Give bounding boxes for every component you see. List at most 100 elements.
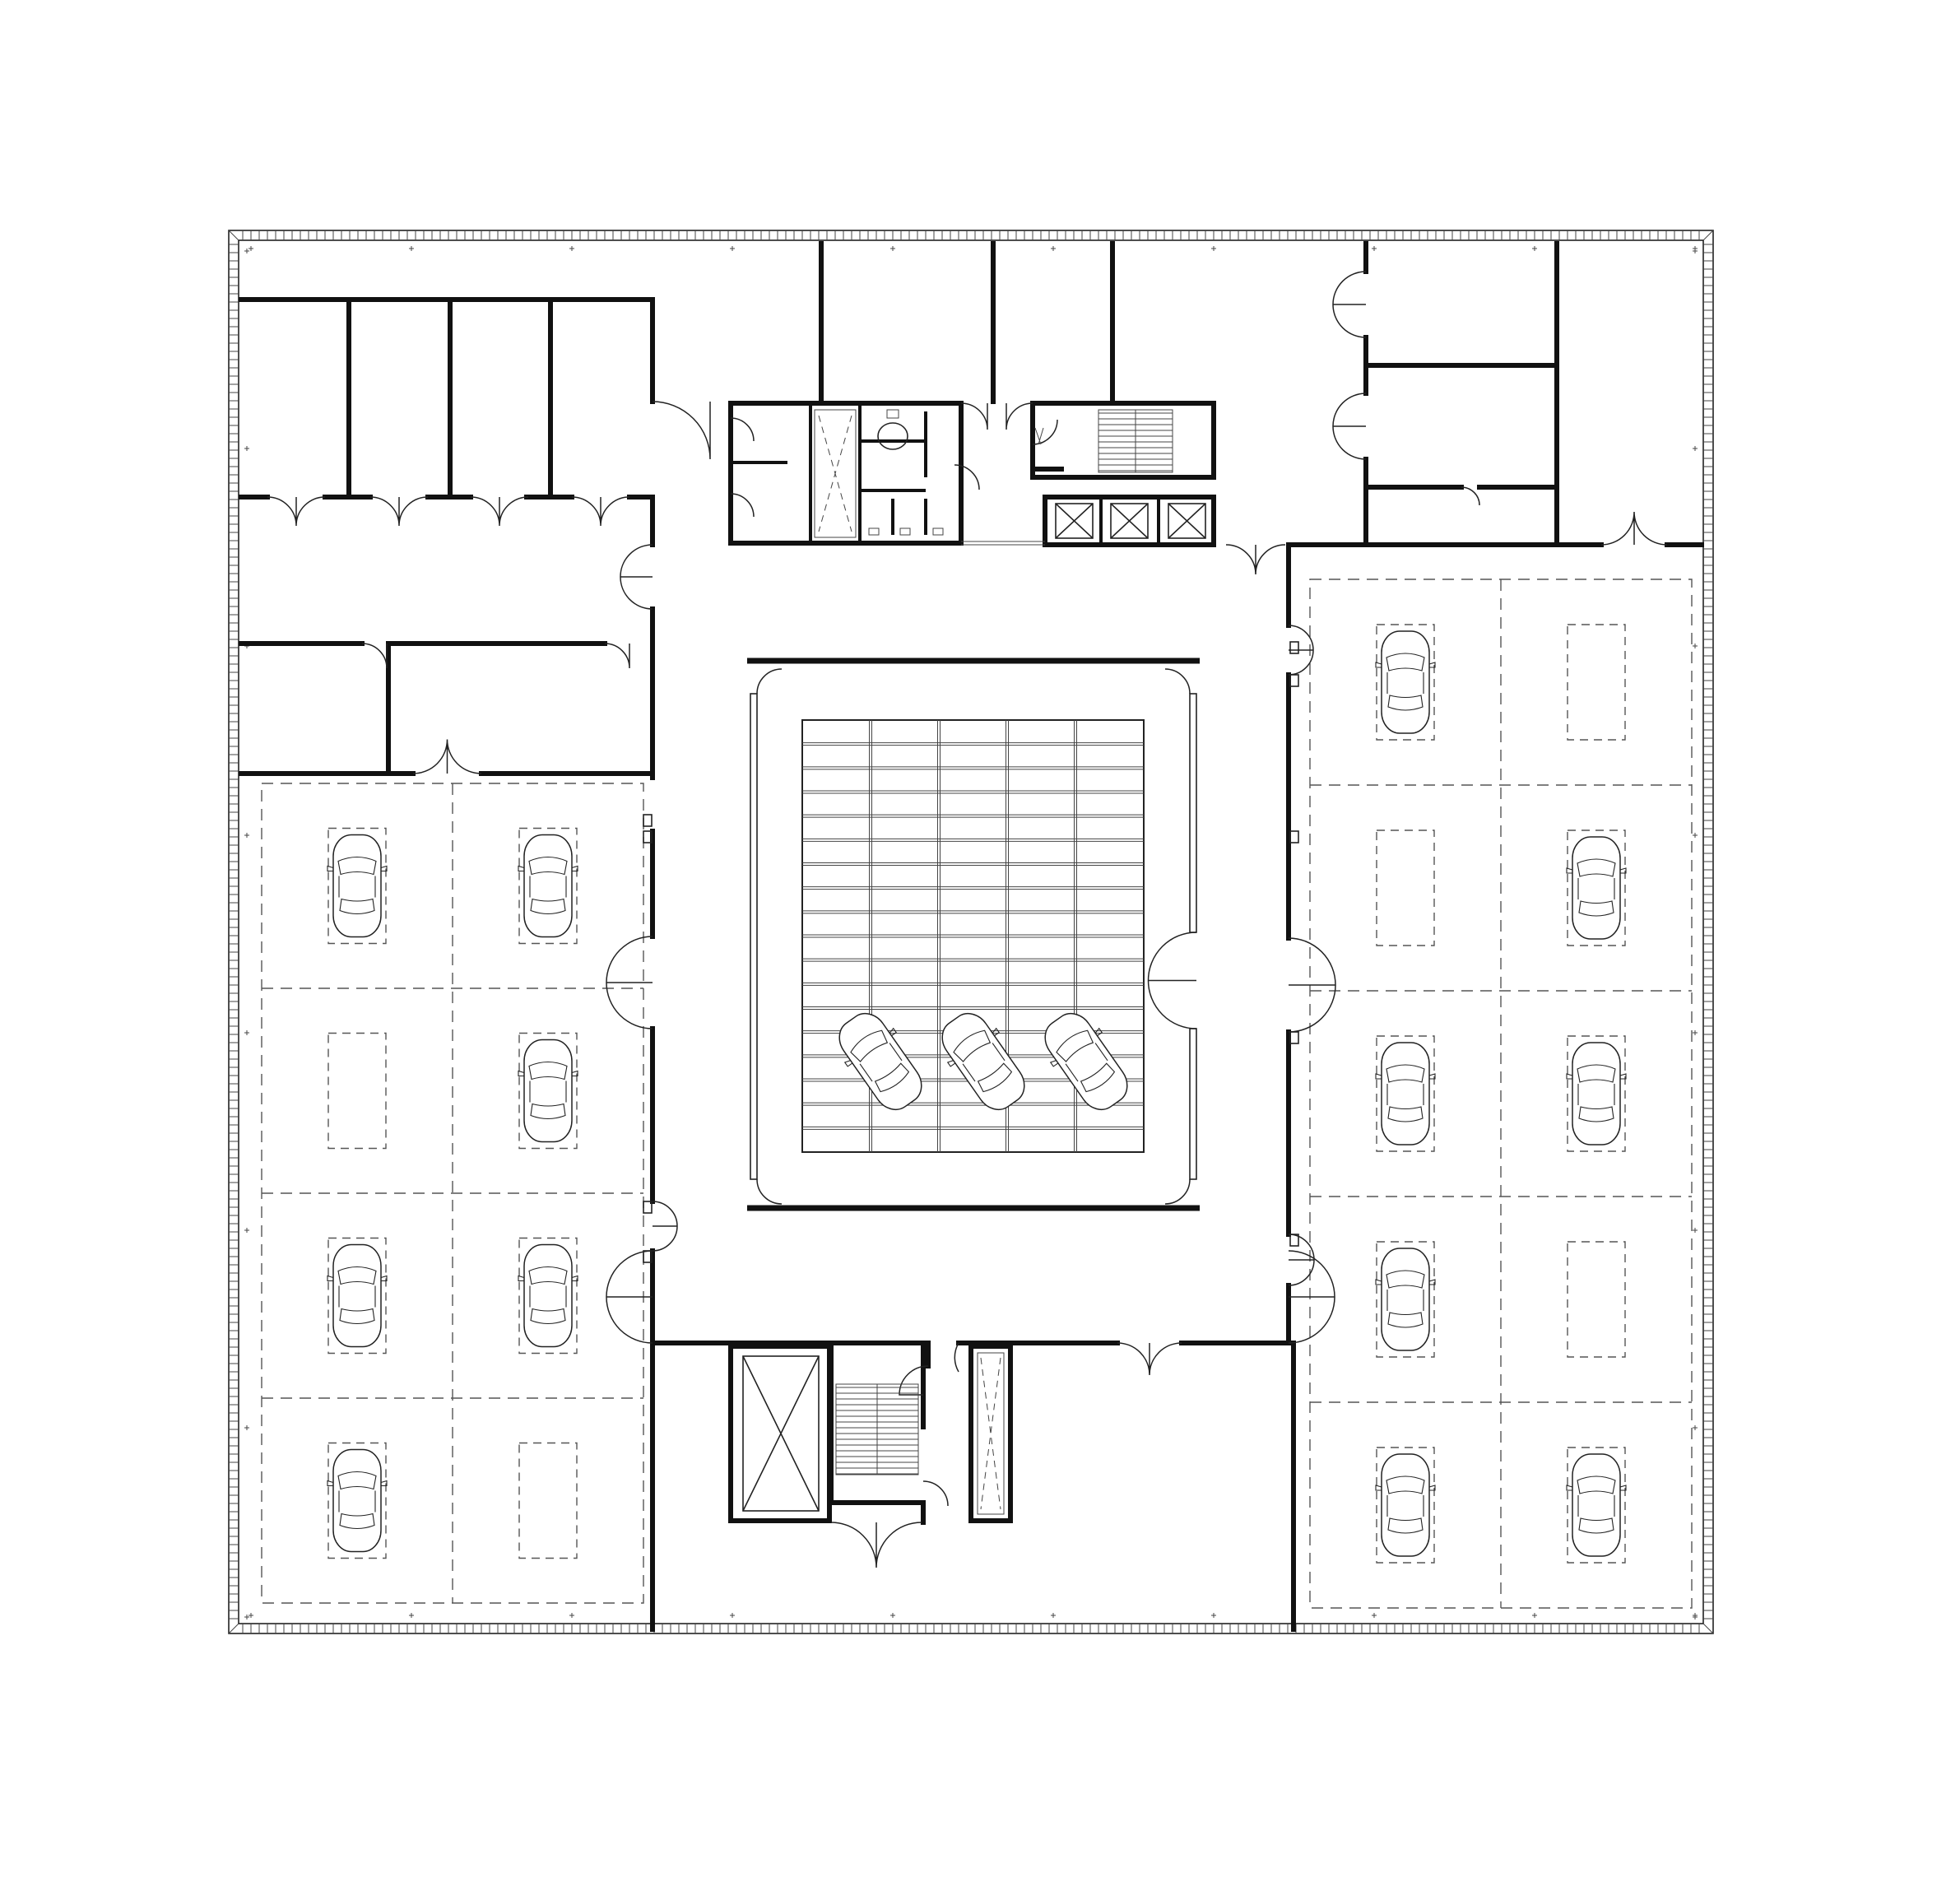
bay-door-left-1	[606, 936, 653, 1029]
storage-door-1	[267, 496, 326, 527]
left-bay-car	[518, 834, 578, 938]
wc-fixture-1	[868, 527, 880, 536]
right-bay-car	[1566, 1453, 1627, 1557]
toilet-1	[877, 422, 908, 450]
door-lobby-1	[960, 402, 988, 430]
door-room-right	[1461, 486, 1480, 506]
wc-fixture-2	[899, 527, 911, 536]
left-bay-space	[518, 1442, 578, 1559]
right-bay-space	[1376, 1447, 1435, 1564]
door-stair-top	[1032, 419, 1058, 445]
right-bay-car	[1375, 1248, 1436, 1351]
shaft-bottom-cross	[980, 1357, 1001, 1510]
stair-door-bottom	[830, 1522, 922, 1568]
door-frame-1	[643, 814, 653, 827]
shaft-bottom	[977, 1352, 1005, 1515]
lift-grid-frame	[801, 719, 1145, 1153]
room-door-left	[412, 739, 482, 774]
parking-bays	[261, 579, 1693, 1609]
bay-door-left-2	[652, 1201, 678, 1252]
facade-grille	[229, 230, 1713, 1633]
door-frame-3	[643, 1201, 653, 1214]
right-bay-space	[1567, 624, 1626, 741]
freight-elevator-cross	[742, 1355, 820, 1512]
door-frame-2	[643, 830, 653, 843]
door-frame-4	[643, 1250, 653, 1263]
lift-corner-door-1	[756, 668, 783, 695]
elevator-cross-3	[1168, 503, 1206, 539]
door-service-3	[730, 493, 755, 518]
right-bay-space	[1567, 1447, 1626, 1564]
circulation-fixtures	[742, 409, 1206, 1515]
door-room-mid	[361, 643, 388, 669]
bay-door-right-3	[1288, 1250, 1335, 1344]
door-lobby-2	[1006, 402, 1033, 430]
right-bay-space	[1376, 829, 1435, 946]
storage-door-3	[470, 496, 529, 527]
right-bay-space	[1376, 1241, 1435, 1358]
stair-bottom-treads	[836, 1384, 918, 1475]
door-frame-5	[1289, 641, 1299, 654]
shaft-top	[814, 409, 857, 538]
wc-fixture-3	[932, 527, 944, 536]
left-bay-space	[327, 1237, 387, 1355]
right-bay-car	[1375, 1042, 1436, 1145]
right-bay-space	[1376, 1035, 1435, 1152]
freight-elevator-car	[742, 1355, 820, 1512]
outer-edge	[228, 230, 1714, 1634]
right-bay-car	[1375, 1453, 1436, 1557]
interior-walls	[239, 241, 1704, 1632]
door-room-mid-2	[604, 643, 630, 669]
lift-corner-door-2	[1164, 668, 1191, 695]
right-bay-space	[1567, 829, 1626, 946]
extinguisher-mark	[1034, 427, 1044, 445]
lift-corner-door-4	[1164, 1178, 1191, 1205]
corridor-door-left-top	[620, 544, 653, 610]
storage-door-2	[369, 496, 429, 527]
vehicle-lift-platform	[747, 658, 1200, 1211]
left-bay-car	[518, 1243, 578, 1348]
door-stair-side	[922, 1480, 949, 1507]
left-bay-space	[327, 827, 387, 945]
stair-top-treads	[1098, 410, 1173, 472]
door-frame-7	[1289, 830, 1299, 843]
elevator-car-3	[1168, 503, 1206, 539]
right-bay-car	[1375, 630, 1436, 734]
door-wc	[954, 464, 980, 490]
right-bay-car	[1566, 836, 1627, 940]
elevator-car-1	[1055, 503, 1094, 539]
bay-door-left-3	[606, 1250, 653, 1344]
door-service-1	[652, 401, 711, 460]
right-bay-space	[1376, 624, 1435, 741]
storage-door-4	[571, 496, 630, 527]
left-bay-car	[327, 834, 388, 938]
right-bay-space	[1567, 1241, 1626, 1358]
elevator-car-2	[1110, 503, 1149, 539]
left-bay-space	[327, 1442, 387, 1559]
lift-door-right	[1147, 932, 1197, 1029]
left-bay-space	[518, 1032, 578, 1150]
left-bay-space	[518, 1237, 578, 1355]
door-service-2	[730, 417, 755, 442]
room-door-top-right	[1600, 511, 1668, 546]
inner-edge	[238, 239, 1704, 1624]
lift-rail-right-top	[1189, 693, 1197, 933]
right-bay-space	[1567, 1035, 1626, 1152]
door-frame-6	[1289, 674, 1299, 687]
threshold-top	[961, 541, 1045, 546]
corridor-door-top	[1225, 544, 1286, 575]
door-frame-8	[1289, 1031, 1299, 1044]
bay-door-right-1	[1288, 937, 1336, 1033]
perimeter-facade	[228, 230, 1714, 1634]
left-bay-space	[518, 827, 578, 945]
doors	[267, 271, 1668, 1568]
left-bay-car	[327, 1243, 388, 1348]
corridor-door-bottom	[1117, 1342, 1182, 1376]
left-bay-car	[327, 1448, 388, 1553]
door-shaft-bottom	[954, 1342, 959, 1373]
door-frame-9	[1289, 1234, 1299, 1247]
lift-corner-door-3	[756, 1178, 783, 1205]
lift-rail-left	[750, 693, 758, 1180]
elevator-cross-2	[1110, 503, 1149, 539]
